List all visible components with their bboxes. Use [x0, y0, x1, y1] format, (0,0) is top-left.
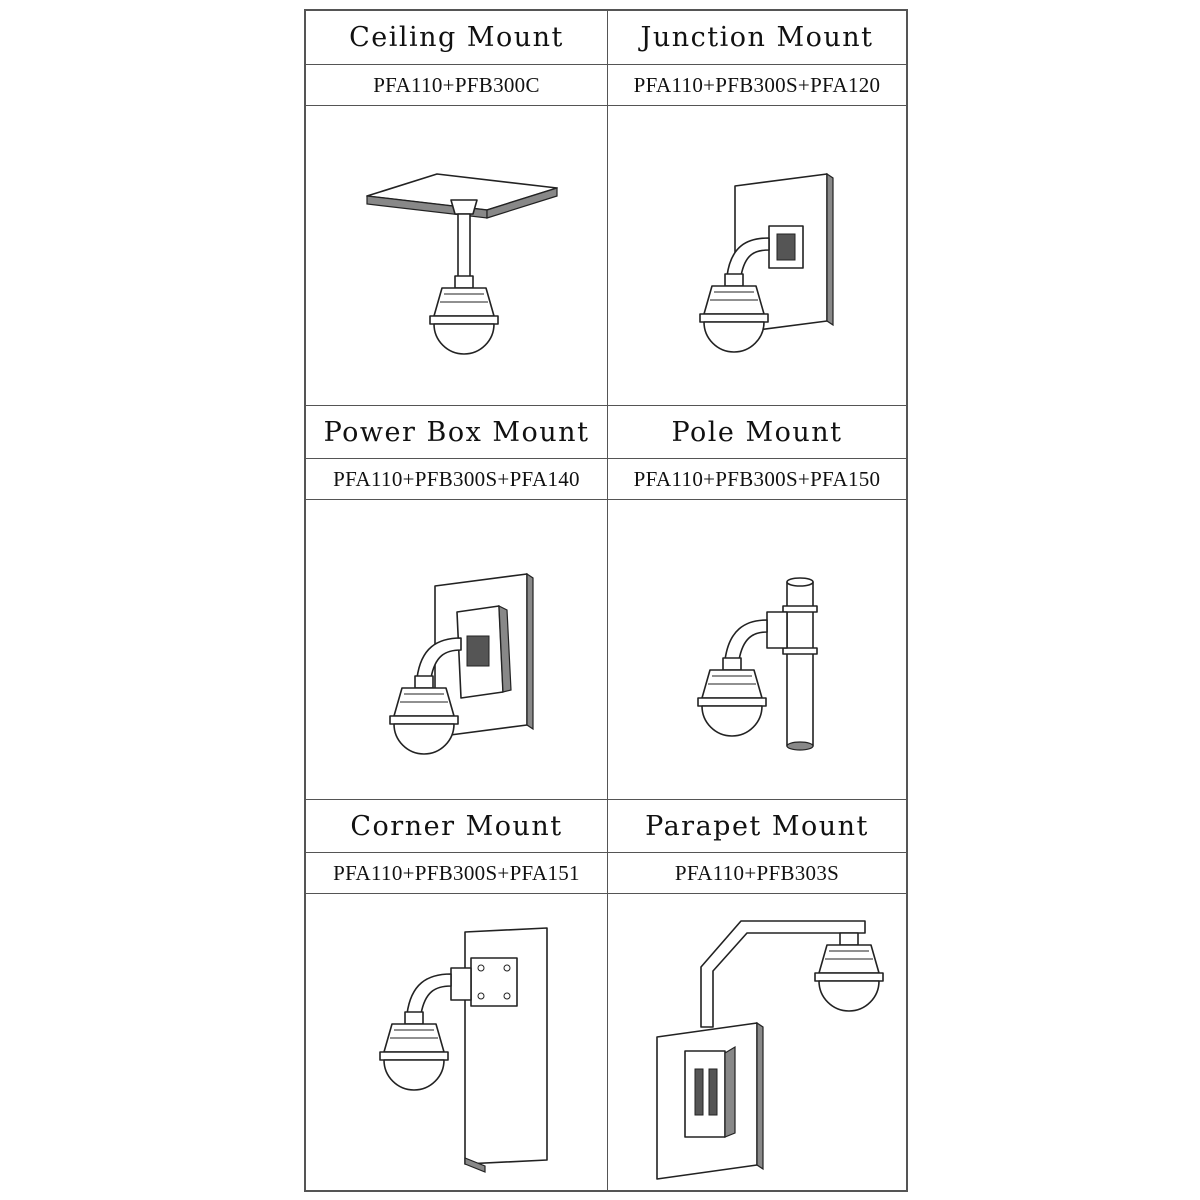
junction-mount-illustration	[608, 106, 906, 406]
corner-mount-model: PFA110+PFB300S+PFA151	[306, 853, 608, 894]
corner-mount-title: Corner Mount	[306, 800, 608, 853]
pole-mount-model: PFA110+PFB300S+PFA150	[608, 459, 906, 500]
power-box-mount-title: Power Box Mount	[306, 406, 608, 459]
pole-mount-title: Pole Mount	[608, 406, 906, 459]
junction-mount-camera-icon	[699, 172, 834, 353]
ceiling-mount-title: Ceiling Mount	[306, 11, 608, 65]
corner-mount-illustration	[306, 894, 608, 1190]
pole-mount-illustration	[608, 500, 906, 800]
ceiling-mount-illustration	[306, 106, 608, 406]
mount-options-table: Ceiling Mount Junction Mount PFA110+PFB3…	[304, 9, 908, 1192]
junction-mount-title: Junction Mount	[608, 11, 906, 65]
parapet-mount-model: PFA110+PFB303S	[608, 853, 906, 894]
pole-mount-camera-icon	[697, 576, 818, 751]
ceiling-mount-model: PFA110+PFB300C	[306, 65, 608, 106]
parapet-mount-camera-icon	[656, 920, 884, 1180]
corner-mount-camera-icon	[378, 927, 548, 1173]
ceiling-mount-camera-icon	[365, 172, 558, 355]
power-box-mount-illustration	[306, 500, 608, 800]
power-box-mount-camera-icon	[388, 572, 534, 755]
parapet-mount-illustration	[608, 894, 906, 1190]
power-box-mount-model: PFA110+PFB300S+PFA140	[306, 459, 608, 500]
junction-mount-model: PFA110+PFB300S+PFA120	[608, 65, 906, 106]
parapet-mount-title: Parapet Mount	[608, 800, 906, 853]
